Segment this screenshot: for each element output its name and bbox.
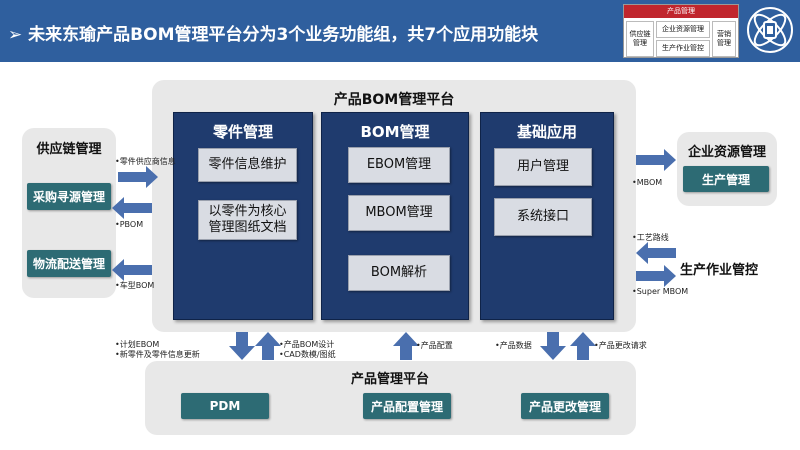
group-bom-title: BOM管理 (360, 123, 430, 141)
box-product-change: 产品更改管理 (521, 393, 609, 419)
arrow-supply-to-platform (118, 166, 158, 188)
box-part-drawings: 以零件为核心 管理图纸文档 (198, 200, 297, 240)
box-user-management: 用户管理 (494, 148, 592, 186)
note-product-bom-design: •产品BOM设计 (279, 340, 335, 349)
note-product-data: •产品数据 (495, 341, 532, 350)
company-logo-icon (747, 7, 793, 53)
supply-chain-title: 供应链管理 (36, 142, 102, 157)
arrow-change-to-platform (570, 332, 596, 360)
box-logistics: 物流配送管理 (27, 250, 111, 277)
mini-architecture-diagram: 产品管理 供应链 管理 企业资源管理 生产作业管控 营销 管理 (623, 4, 739, 58)
group-basic-title: 基础应用 (516, 123, 577, 141)
arrow-platform-to-supply-vehicle (112, 259, 152, 281)
arrow-pdm-to-platform (255, 332, 281, 360)
note-mbom: •MBOM (632, 178, 663, 187)
arrow-config-to-platform (393, 332, 419, 360)
note-new-parts: •新零件及零件信息更新 (115, 350, 200, 359)
note-cad: •CAD数模/图纸 (279, 350, 336, 359)
arrow-platform-to-pdm (229, 332, 255, 360)
note-plan-ebom: •计划EBOM (115, 340, 160, 349)
box-system-interface: 系统接口 (494, 198, 592, 236)
note-pbom: •PBOM (115, 220, 144, 229)
page-title: ➢ 未来东瑜产品BOM管理平台分为3个业务功能组，共7个应用功能块 (8, 25, 539, 45)
arrow-platform-to-erp (636, 149, 676, 171)
box-mbom: MBOM管理 (348, 195, 450, 231)
mes-title: 生产作业管控 (680, 263, 759, 278)
mini-head-label: 产品管理 (624, 5, 738, 18)
arrow-platform-to-change (540, 332, 566, 360)
note-part-supplier: •零件供应商信息 (115, 157, 176, 166)
box-pdm: PDM (181, 393, 269, 419)
bom-platform-title: 产品BOM管理平台 (333, 92, 455, 108)
note-super-mbom: •Super MBOM (632, 287, 689, 296)
box-part-info: 零件信息维护 (198, 148, 297, 182)
arrow-platform-to-supply-pbom (112, 197, 152, 219)
mini-cell-erp: 企业资源管理 (656, 21, 710, 38)
arrow-platform-to-mes (636, 265, 676, 287)
box-procurement: 采购寻源管理 (27, 183, 111, 210)
erp-title: 企业资源管理 (687, 145, 766, 160)
note-product-change: •产品更改请求 (594, 341, 647, 350)
box-product-config: 产品配置管理 (363, 393, 451, 419)
arrow-mes-to-platform (636, 242, 676, 264)
box-bom-parsing: BOM解析 (348, 255, 450, 291)
box-ebom: EBOM管理 (348, 147, 450, 183)
product-platform-title: 产品管理平台 (350, 372, 429, 387)
mini-cell-marketing: 营销 管理 (712, 21, 736, 57)
note-product-config: •产品配置 (416, 341, 453, 350)
mini-cell-supply: 供应链 管理 (626, 21, 654, 57)
note-vehicle-bom: •车型BOM (115, 281, 155, 290)
mini-cell-mes: 生产作业管控 (656, 40, 710, 57)
box-production-management: 生产管理 (683, 166, 769, 192)
group-parts-title: 零件管理 (212, 123, 273, 141)
note-route: •工艺路线 (632, 233, 669, 242)
header-bar: ➢ 未来东瑜产品BOM管理平台分为3个业务功能组，共7个应用功能块 产品管理 供… (0, 0, 800, 62)
